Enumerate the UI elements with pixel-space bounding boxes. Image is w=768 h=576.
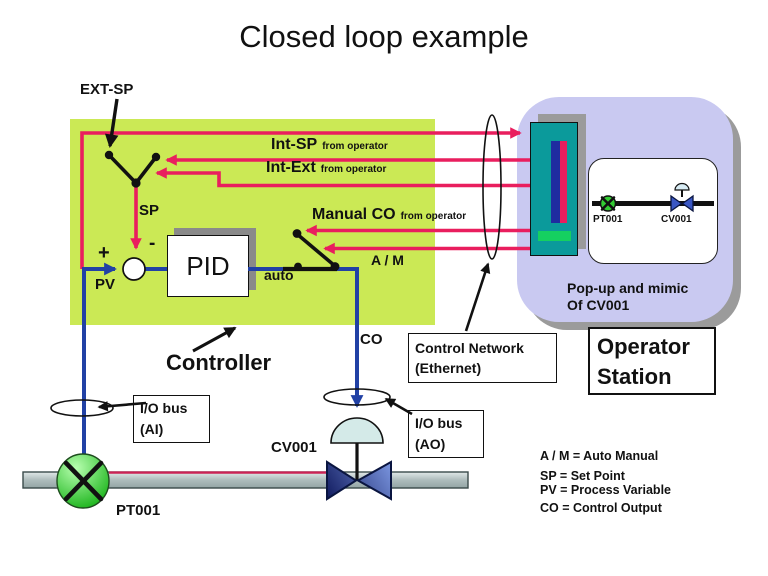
label-sp: SP xyxy=(139,202,160,219)
int-ext-line xyxy=(155,167,530,188)
io-ao-ellipse xyxy=(323,388,391,406)
label-pv: PV xyxy=(95,276,116,293)
sp-selector-switch xyxy=(104,150,161,188)
label-ext-sp: EXT-SP xyxy=(80,81,134,98)
label-cv001-field: CV001 xyxy=(271,439,317,456)
legend-item-am: A / M = Auto Manual xyxy=(540,449,659,463)
operator-station-line2: Station xyxy=(597,364,672,389)
faceplate-bar-pink xyxy=(560,141,567,223)
controller-green-area xyxy=(70,119,435,325)
io-bus-ao-box: I/O bus (AO) xyxy=(408,410,484,458)
network-callout-arrow xyxy=(464,262,491,332)
mimic-graphics xyxy=(592,182,714,213)
label-controller: Controller xyxy=(166,350,272,375)
label-am: A / M xyxy=(371,252,404,268)
am-switch xyxy=(283,229,340,272)
mimic-cv001-label: CV001 xyxy=(661,214,692,225)
faceplate xyxy=(530,122,578,256)
control-network-line2: (Ethernet) xyxy=(415,360,482,376)
mimic-pt001-label: PT001 xyxy=(593,214,623,225)
faceplate-bar-blue xyxy=(551,141,560,223)
co-line xyxy=(337,267,364,408)
summing-junction xyxy=(122,257,146,281)
legend-item-pv: PV = Process Variable xyxy=(540,483,671,497)
legend-item-sp: SP = Set Point xyxy=(540,469,625,483)
page-title: Closed loop example xyxy=(239,19,529,54)
control-network-box: Control Network (Ethernet) xyxy=(408,333,557,383)
io-bus-ai-line2: (AI) xyxy=(140,421,164,437)
legend-item-co: CO = Control Output xyxy=(540,501,662,515)
pid-block: PID xyxy=(167,235,249,297)
faceplate-bar-green xyxy=(538,231,571,241)
pv-to-station-line xyxy=(80,127,522,269)
pid-label: PID xyxy=(186,250,230,281)
label-minus: - xyxy=(149,233,156,254)
io-bus-ao-line1: I/O bus xyxy=(415,415,463,431)
io-ao-callout-arrow xyxy=(384,397,413,416)
label-pt001-field: PT001 xyxy=(116,502,161,519)
pv-line xyxy=(82,262,117,456)
label-auto: auto xyxy=(264,267,294,283)
popup-caption-line1: Pop-up and mimic xyxy=(567,280,689,296)
mimic-cv001-dome xyxy=(674,182,690,191)
io-bus-ao-line2: (AO) xyxy=(415,436,446,452)
mimic-cv001-valve xyxy=(670,194,694,213)
ext-sp-arrow xyxy=(104,98,119,149)
control-network-line1: Control Network xyxy=(415,340,524,356)
popup-caption-line2: Of CV001 xyxy=(567,297,630,313)
pt001-x-mark xyxy=(63,460,104,502)
operator-station-line1: Operator xyxy=(597,334,690,359)
control-network-ellipse xyxy=(482,114,502,260)
popup-caption: Pop-up and mimic Of CV001 xyxy=(567,280,688,314)
cv001-actuator-dome xyxy=(330,417,384,444)
io-bus-ai-line1: I/O bus xyxy=(140,400,188,416)
io-ai-ellipse xyxy=(50,399,114,417)
io-ai-callout-arrow xyxy=(97,401,147,412)
operator-station-box: Operator Station xyxy=(588,327,716,395)
controller-callout-arrow xyxy=(192,326,237,353)
io-bus-ai-box: I/O bus (AI) xyxy=(133,395,210,443)
label-plus: + xyxy=(98,242,110,264)
cv001-valve xyxy=(326,460,392,501)
label-co: CO xyxy=(360,331,383,348)
